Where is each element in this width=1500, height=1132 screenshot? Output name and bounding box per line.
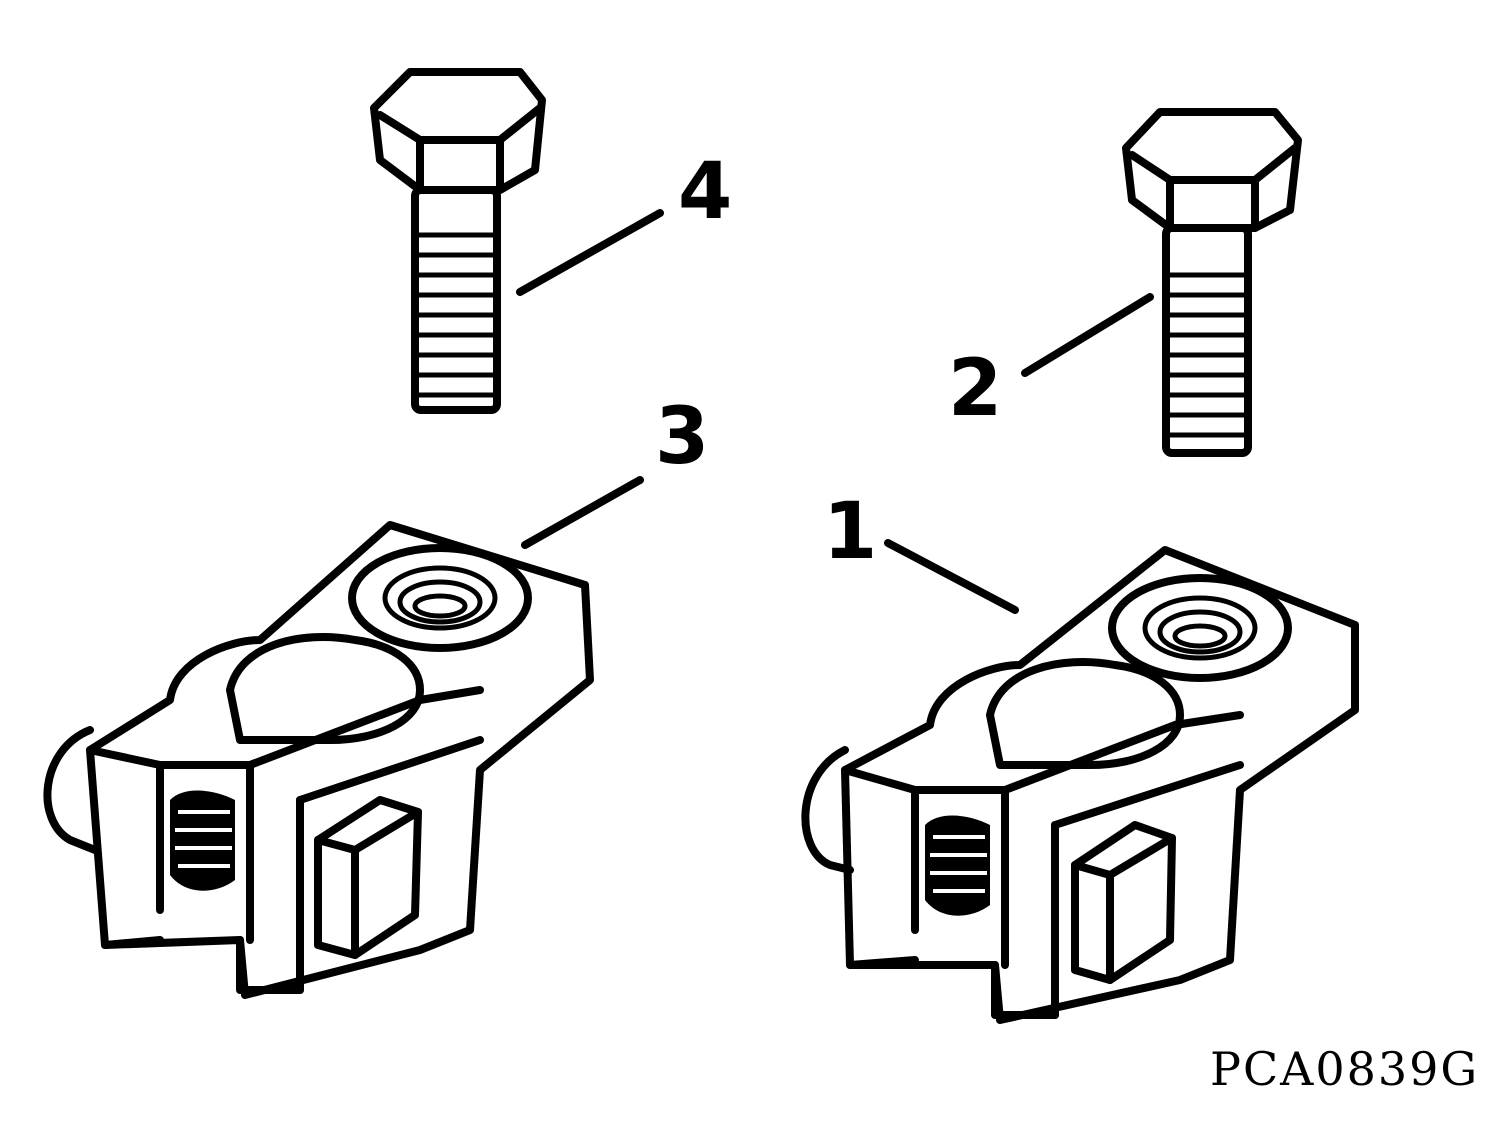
figure-id: PCA0839G bbox=[1210, 1042, 1479, 1096]
leader-line-2 bbox=[1021, 293, 1154, 377]
callout-number-2: 2 bbox=[948, 344, 1002, 434]
leader-line-3 bbox=[521, 476, 644, 549]
terminal-clamp-right bbox=[801, 546, 1359, 1024]
callout-number-4: 4 bbox=[678, 147, 732, 237]
callout-number-1: 1 bbox=[823, 487, 877, 577]
callout-number-3: 3 bbox=[655, 392, 709, 482]
bolt-right bbox=[1122, 108, 1302, 457]
leader-line-4 bbox=[516, 209, 664, 296]
leader-line-1 bbox=[884, 539, 1019, 614]
bolt-left bbox=[370, 68, 546, 414]
terminal-clamp-left bbox=[43, 521, 594, 999]
